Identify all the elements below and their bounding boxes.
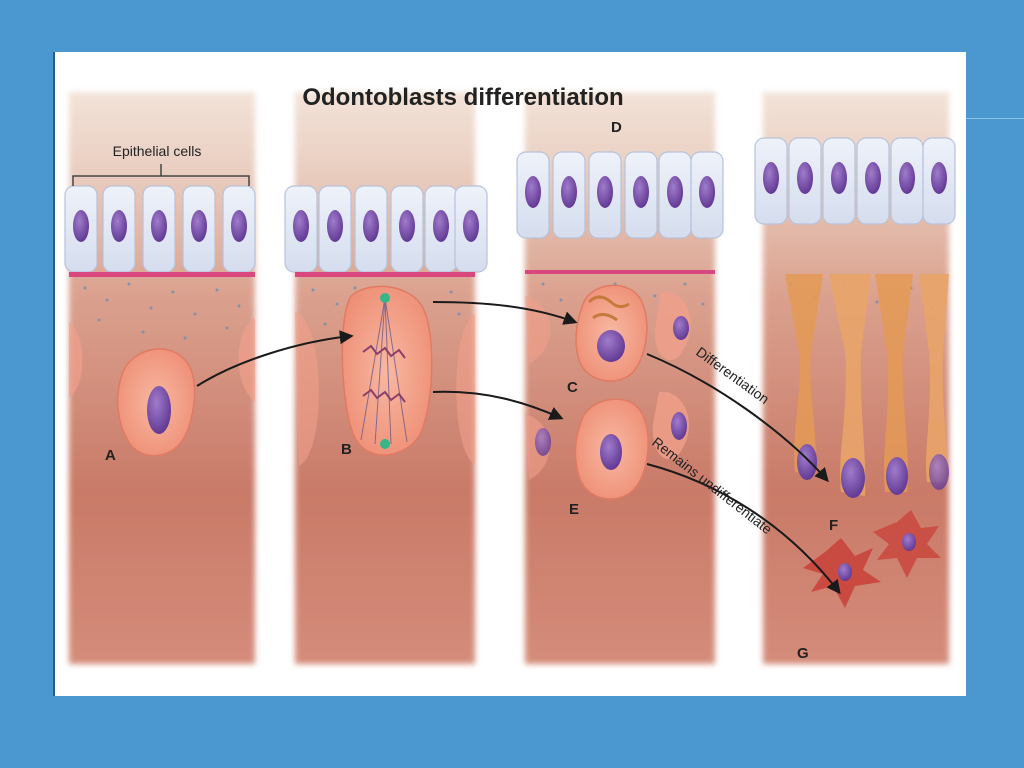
label-c: C: [567, 379, 578, 396]
arrow-c-to-f: [646, 353, 829, 483]
basement-membrane: [69, 270, 715, 277]
label-f: F: [829, 517, 838, 534]
odontoblast-layer: [785, 274, 949, 498]
figure-panel: Odontoblasts differentiation Epithelial …: [53, 52, 966, 696]
mesenchymal-cell-e: [525, 391, 689, 500]
label-a: A: [105, 447, 116, 464]
process-arrows: [196, 301, 841, 595]
epithelium-a: [64, 185, 256, 273]
epithelium-d: [754, 137, 956, 225]
epithelium-c: [516, 151, 724, 239]
arrow-b-to-c: [432, 301, 578, 325]
label-e: E: [569, 501, 579, 518]
label-d: D: [611, 119, 622, 136]
label-epithelial-cells: Epithelial cells: [113, 143, 202, 159]
label-b: B: [341, 441, 352, 458]
undifferentiated-cells: [803, 510, 941, 608]
label-g: G: [797, 645, 809, 662]
preodontoblast-cell-c: [525, 284, 691, 382]
epithelium-b: [284, 185, 488, 273]
arrow-e-to-g: [646, 463, 841, 595]
arrow-b-to-e: [432, 390, 564, 420]
arrow-a-to-b: [196, 330, 354, 387]
slide-accent-line: [960, 118, 1024, 119]
mesenchymal-cell-a: [69, 318, 255, 457]
epithelial-bracket: [72, 164, 250, 186]
dividing-cell-b: [295, 285, 475, 466]
diagram-title: Odontoblasts differentiation: [302, 84, 623, 111]
odontoblast-diagram: Odontoblasts differentiation Epithelial …: [64, 84, 956, 664]
